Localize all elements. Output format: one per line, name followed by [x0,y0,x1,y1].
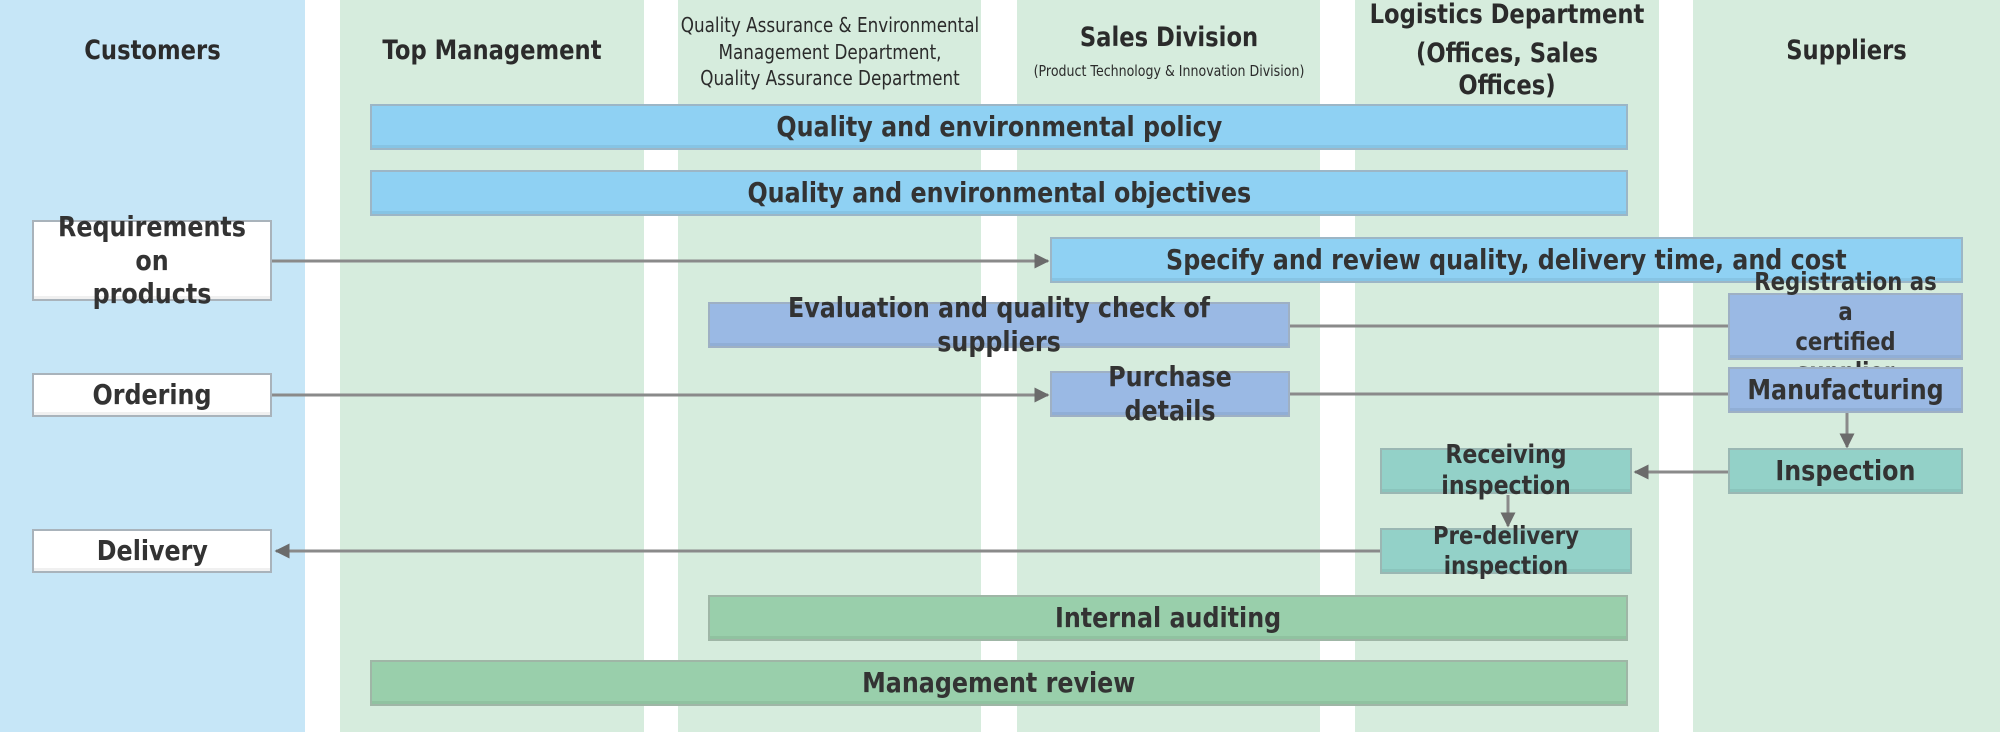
delivery-box: Delivery [32,529,272,573]
header-qa-line2: Management Department, [718,39,942,64]
internal-auditing-box: Internal auditing [708,595,1628,641]
header-sales-division: Sales Division (Product Technology & Inn… [1019,0,1320,102]
header-suppliers: Suppliers [1718,0,1976,102]
manufacturing-box: Manufacturing [1728,367,1963,413]
objectives-label: Quality and environmental objectives [747,176,1251,210]
ordering-label: Ordering [92,378,212,412]
specify-review-box: Specify and review quality, delivery tim… [1050,237,1963,283]
quality-environmental-objectives-box: Quality and environmental objectives [370,170,1628,216]
requirements-label: Requirements on products [52,210,253,311]
management-review-box: Management review [370,660,1628,706]
header-quality-assurance: Quality Assurance & Environmental Manage… [670,0,989,104]
header-qa-line3: Quality Assurance Department [700,66,960,91]
quality-environmental-policy-box: Quality and environmental policy [370,104,1628,150]
receiving-inspection-box: Receiving inspection [1380,440,1632,501]
registration-line1: Registration as a [1754,266,1937,326]
header-suppliers-label: Suppliers [1786,34,1907,66]
purchase-details-box: Purchase details [1050,360,1290,427]
lane-suppliers [1693,0,2000,732]
header-qa-line1: Quality Assurance & Environmental [680,13,980,38]
supplier-inspection-box: Inspection [1728,448,1963,494]
header-sales-subtitle: (Product Technology & Innovation Divisio… [1033,62,1305,81]
requirements-on-products-box: Requirements on products [32,210,272,310]
header-top-management-label: Top Management [382,34,602,66]
header-logistics: Logistics Department (Offices, Sales Off… [1367,0,1648,102]
manufacturing-label: Manufacturing [1747,373,1944,407]
review-label: Management review [862,666,1136,700]
header-customers: Customers [24,0,280,102]
header-top-management: Top Management [364,0,619,102]
requirements-line2: products [92,277,212,311]
evaluation-label: Evaluation and quality check of supplier… [787,291,1211,358]
specify-label: Specify and review quality, delivery tim… [1166,243,1847,277]
inspection-label: Inspection [1775,454,1916,488]
ordering-box: Ordering [32,373,272,417]
header-customers-label: Customers [84,34,221,66]
certified-supplier-registration-box: Registration as a certified supplier [1728,267,1963,386]
supplier-evaluation-box: Evaluation and quality check of supplier… [708,291,1290,358]
pre-delivery-inspection-box: Pre-delivery inspection [1380,521,1632,580]
header-logistics-line1: Logistics Department [1369,0,1645,31]
policy-label: Quality and environmental policy [776,110,1222,144]
receiving-label: Receiving inspection [1441,439,1571,501]
header-logistics-line2: (Offices, Sales Offices) [1415,37,1599,102]
auditing-label: Internal auditing [1054,601,1282,635]
predelivery-label: Pre-delivery inspection [1432,521,1580,580]
delivery-label: Delivery [96,534,208,568]
requirements-line1: Requirements on [58,210,246,277]
purchase-label: Purchase details [1108,360,1232,427]
lane-customers [0,0,305,732]
header-sales-title: Sales Division [1079,21,1259,53]
